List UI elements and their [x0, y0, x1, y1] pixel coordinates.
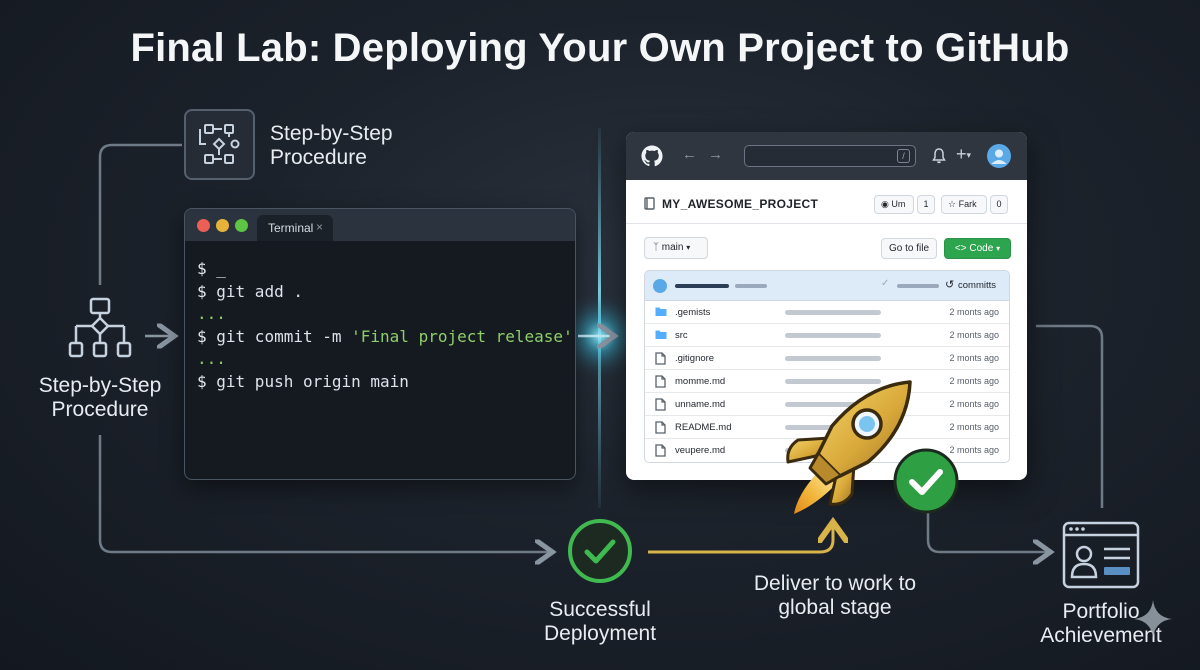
close-tab-icon[interactable]: ×	[315, 220, 323, 234]
file-icon	[655, 421, 666, 434]
github-logo-icon[interactable]	[641, 145, 663, 167]
code-button[interactable]: <> Code ▾	[944, 238, 1011, 259]
file-icon	[655, 398, 666, 411]
file-name[interactable]: .gitignore	[675, 353, 715, 364]
file-timestamp: 2 monts ago	[949, 445, 999, 455]
terminal-line: $ git commit -m 'Final project release'	[197, 326, 573, 346]
wire-github-to-portfolio	[1036, 324, 1104, 508]
folder-icon	[655, 330, 667, 339]
watch-button[interactable]: ◉ Um	[874, 195, 914, 214]
check-circle-icon	[568, 519, 632, 583]
wire-top-to-left	[98, 143, 182, 285]
terminal-line: $ git add .	[197, 281, 303, 301]
committer-avatar	[653, 279, 667, 293]
terminal-tab[interactable]: Terminal ×	[257, 215, 333, 241]
terminal-output[interactable]: $ _ $ git add . ... $ git commit -m 'Fin…	[185, 241, 575, 394]
rocket-icon	[786, 380, 912, 514]
table-row[interactable]: src 2 monts ago	[645, 324, 1009, 347]
file-icon	[655, 375, 666, 388]
github-header: ← → / +▾	[626, 132, 1027, 180]
commit-message-placeholder	[785, 356, 881, 361]
maximize-dot[interactable]	[235, 219, 248, 232]
commit-message-placeholder	[785, 379, 881, 384]
file-icon	[655, 352, 666, 365]
terminal-line: $ git push origin main	[197, 371, 409, 391]
file-timestamp: 2 monts ago	[949, 330, 999, 340]
repo-icon	[644, 197, 655, 210]
terminal-line: ...	[197, 304, 226, 323]
file-icon	[655, 444, 666, 457]
file-timestamp: 2 monts ago	[949, 422, 999, 432]
table-row[interactable]: .gitignore 2 monts ago	[645, 347, 1009, 370]
check-mark-icon: ✓	[881, 278, 890, 289]
process-flow-icon	[184, 109, 255, 180]
github-search-input[interactable]: /	[744, 145, 916, 167]
minimize-dot[interactable]	[216, 219, 229, 232]
branch-icon: ᛉ	[653, 242, 659, 253]
table-row[interactable]: .gemists 2 monts ago	[645, 301, 1009, 324]
slash-key-hint: /	[897, 149, 910, 163]
terminal-titlebar: Terminal ×	[185, 209, 575, 241]
folder-icon	[655, 307, 667, 316]
success-label: Successful Deployment	[543, 598, 657, 645]
file-name[interactable]: unname.md	[675, 399, 726, 410]
forward-arrow-icon[interactable]: →	[708, 146, 723, 163]
watch-count: 1	[917, 195, 935, 214]
flowchart-icon	[68, 297, 132, 358]
file-timestamp: 2 monts ago	[949, 307, 999, 317]
eye-icon: ◉	[881, 199, 889, 209]
avatar[interactable]	[987, 144, 1011, 168]
back-arrow-icon[interactable]: ←	[682, 146, 697, 163]
commit-author-placeholder	[675, 284, 729, 288]
top-step-label: Step-by-Step Procedure	[270, 122, 393, 169]
deliver-label: Deliver to work to global stage	[753, 572, 917, 619]
commit-message-placeholder	[785, 310, 881, 315]
repo-name[interactable]: MY_AWESOME_PROJECT	[662, 197, 819, 211]
chevron-down-icon: ▾	[996, 244, 1001, 253]
branch-selector[interactable]: ᛉ main ▾	[644, 237, 708, 259]
left-step-label: Step-by-Step Procedure	[38, 374, 162, 421]
file-timestamp: 2 monts ago	[949, 399, 999, 409]
terminal-window[interactable]: Terminal × $ _ $ git add . ... $ git com…	[184, 208, 576, 480]
commit-message-placeholder	[735, 284, 767, 288]
commit-hash-placeholder	[897, 284, 939, 288]
code-brackets-icon: <>	[954, 243, 967, 254]
table-row[interactable]: unname.md 2 monts ago	[645, 393, 1009, 416]
page-title: Final Lab: Deploying Your Own Project to…	[130, 26, 1070, 70]
plus-menu-icon[interactable]: +▾	[956, 144, 972, 164]
repo-header: MY_AWESOME_PROJECT ◉ Um 1 ☆ Fark 0	[626, 180, 1027, 224]
portfolio-label: Portfolio Achievement	[1040, 600, 1162, 647]
file-name[interactable]: src	[675, 330, 688, 341]
check-circle-icon	[893, 448, 959, 514]
file-name[interactable]: momme.md	[675, 376, 726, 387]
commit-message-placeholder	[785, 402, 881, 407]
commit-message-placeholder	[785, 333, 881, 338]
table-row[interactable]: momme.md 2 monts ago	[645, 370, 1009, 393]
sparkle-icon	[1134, 600, 1172, 638]
fork-count: 0	[990, 195, 1008, 214]
commits-link[interactable]: committs	[958, 280, 996, 291]
terminal-line: $ _	[197, 259, 226, 278]
wire-success-to-rocket	[648, 525, 833, 554]
terminal-line: ...	[197, 349, 226, 368]
file-name[interactable]: .gemists	[675, 307, 711, 318]
latest-commit-row[interactable]: ✓ ↺ committs	[645, 271, 1009, 301]
go-to-file-button[interactable]: Go to file	[881, 238, 937, 259]
github-window: ← → / +▾ MY_AWESOME_PROJECT ◉ Um 1 ☆ Far…	[626, 132, 1027, 480]
profile-card-icon	[1062, 521, 1140, 589]
fork-button[interactable]: ☆ Fark	[941, 195, 987, 214]
file-timestamp: 2 monts ago	[949, 353, 999, 363]
star-icon: ☆	[948, 199, 957, 209]
wire-check-to-portfolio	[926, 512, 1048, 552]
chevron-down-icon: ▾	[686, 243, 691, 252]
history-icon: ↺	[945, 279, 955, 291]
bell-icon[interactable]	[932, 148, 946, 164]
file-name[interactable]: veupere.md	[675, 445, 726, 456]
file-timestamp: 2 monts ago	[949, 376, 999, 386]
close-dot[interactable]	[197, 219, 210, 232]
file-name[interactable]: README.md	[675, 422, 732, 433]
